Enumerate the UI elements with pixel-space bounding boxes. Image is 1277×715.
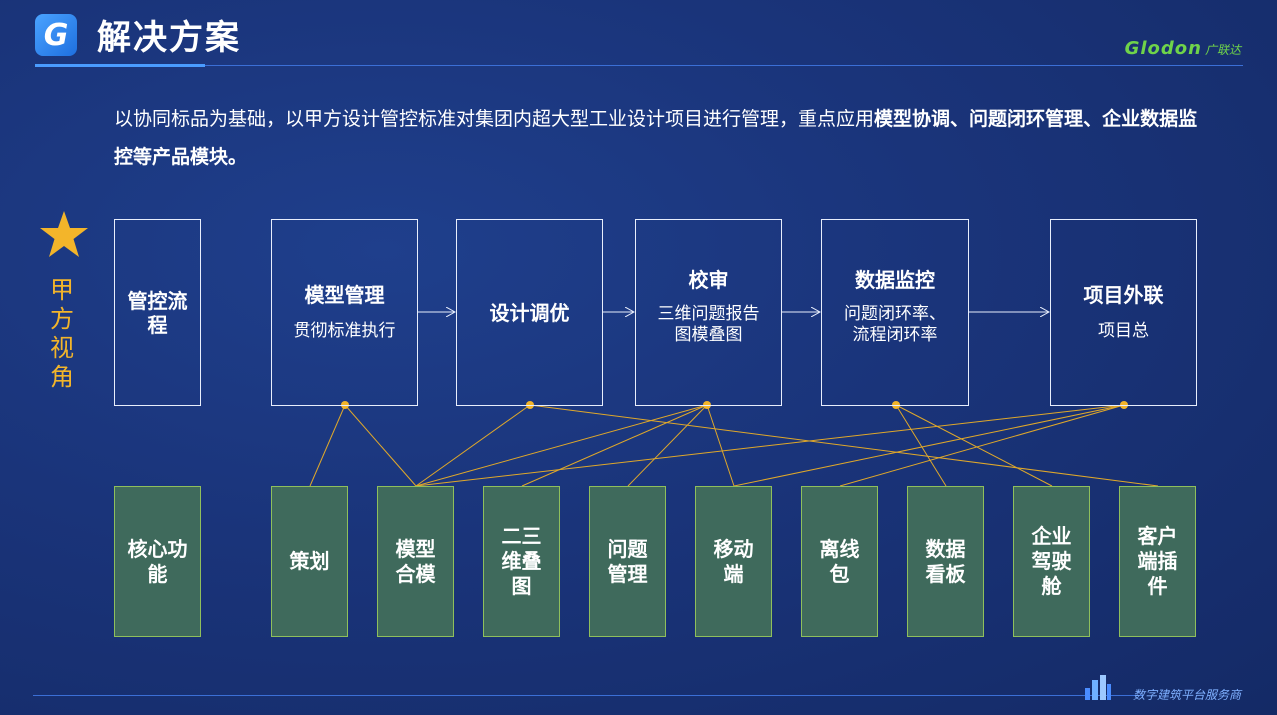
step-title: 模型管理 (304, 283, 385, 307)
step-title: 设计调优 (489, 300, 570, 325)
link-line (895, 404, 947, 487)
link-line (706, 404, 735, 487)
link-line (415, 404, 531, 487)
function-label-box: 核心功能 (114, 486, 201, 637)
step-subtitle: 问题闭环率、 流程闭环率 (844, 304, 946, 345)
brand-logo: Glodon 广联达 (1125, 38, 1241, 59)
side-label: 甲方视角 (50, 276, 74, 391)
process-label: 管控流程 (127, 288, 188, 337)
link-line (733, 404, 1125, 487)
intro-text: 以协同标品为基础，以甲方设计管控标准对集团内超大型工业设计项目进行管理，重点应用… (114, 108, 1198, 168)
title-divider (35, 65, 1243, 66)
function-item: 二三维叠图 (483, 486, 560, 637)
function-item: 问题管理 (589, 486, 666, 637)
process-step-project-link: 项目外联 项目总 (1050, 219, 1197, 406)
link-line (627, 404, 708, 487)
function-item: 移动端 (695, 486, 772, 637)
function-label: 核心功能 (127, 536, 188, 586)
process-step-data-monitor: 数据监控 问题闭环率、 流程闭环率 (821, 219, 969, 406)
function-item: 数据看板 (907, 486, 984, 637)
link-line (415, 404, 1125, 487)
function-item: 策划 (271, 486, 348, 637)
step-title: 校审 (688, 268, 729, 292)
brand-name-cn: 广联达 (1204, 43, 1241, 57)
logo-g-icon: G (35, 14, 77, 56)
step-subtitle: 项目总 (1098, 321, 1149, 341)
process-step-model-management: 模型管理 贯彻标准执行 (271, 219, 418, 406)
step-subtitle: 三维问题报告 图模叠图 (657, 304, 760, 345)
function-item: 企业驾驶舱 (1013, 486, 1090, 637)
function-item: 离线包 (801, 486, 878, 637)
link-line (415, 404, 708, 487)
footer-brand: 数字建筑平台服务商 (1132, 688, 1241, 702)
title-divider-accent (35, 64, 205, 67)
step-subtitle: 贯彻标准执行 (293, 321, 396, 341)
footer-divider (33, 695, 1143, 696)
brand-name-en: Glodon (1124, 38, 1202, 59)
link-line (839, 404, 1125, 487)
link-line (521, 404, 708, 487)
page-title: 解决方案 (97, 18, 241, 58)
step-title: 项目外联 (1083, 283, 1164, 307)
process-label-box: 管控流程 (114, 219, 201, 406)
link-line (344, 404, 417, 487)
process-step-review: 校审 三维问题报告 图模叠图 (635, 219, 782, 406)
step-title: 数据监控 (855, 268, 935, 292)
link-line (529, 404, 1159, 487)
process-step-design-optimize: 设计调优 (456, 219, 603, 406)
link-line (895, 404, 1053, 487)
function-item: 客户端插件 (1119, 486, 1196, 637)
link-line (309, 404, 346, 487)
star-icon (40, 211, 88, 257)
function-item: 模型合模 (377, 486, 454, 637)
building-icon (1085, 675, 1111, 700)
